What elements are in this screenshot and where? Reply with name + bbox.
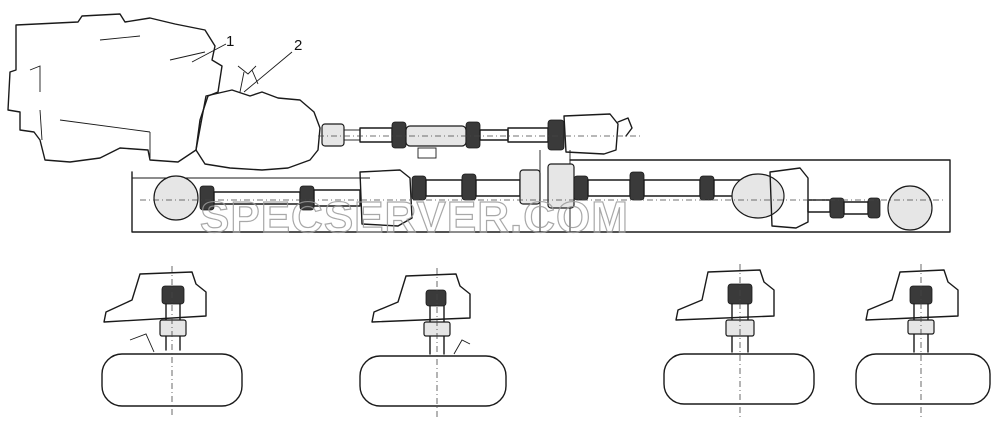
callout-1: 1 bbox=[191, 33, 234, 63]
axle-view-2 bbox=[359, 268, 507, 418]
axle-view-1 bbox=[101, 266, 243, 418]
callout-2-label: 2 bbox=[294, 37, 302, 54]
callout-2: 2 bbox=[243, 37, 302, 93]
engine-outline bbox=[7, 13, 223, 163]
axle-view-4 bbox=[855, 264, 991, 418]
gearbox-outline bbox=[195, 65, 321, 171]
callout-1-label: 1 bbox=[226, 33, 234, 50]
watermark-text: SPECSERVER.COM bbox=[200, 193, 629, 242]
lower-driveshaft bbox=[140, 163, 945, 231]
axle-view-3 bbox=[663, 264, 815, 418]
upper-driveshaft bbox=[318, 113, 640, 159]
